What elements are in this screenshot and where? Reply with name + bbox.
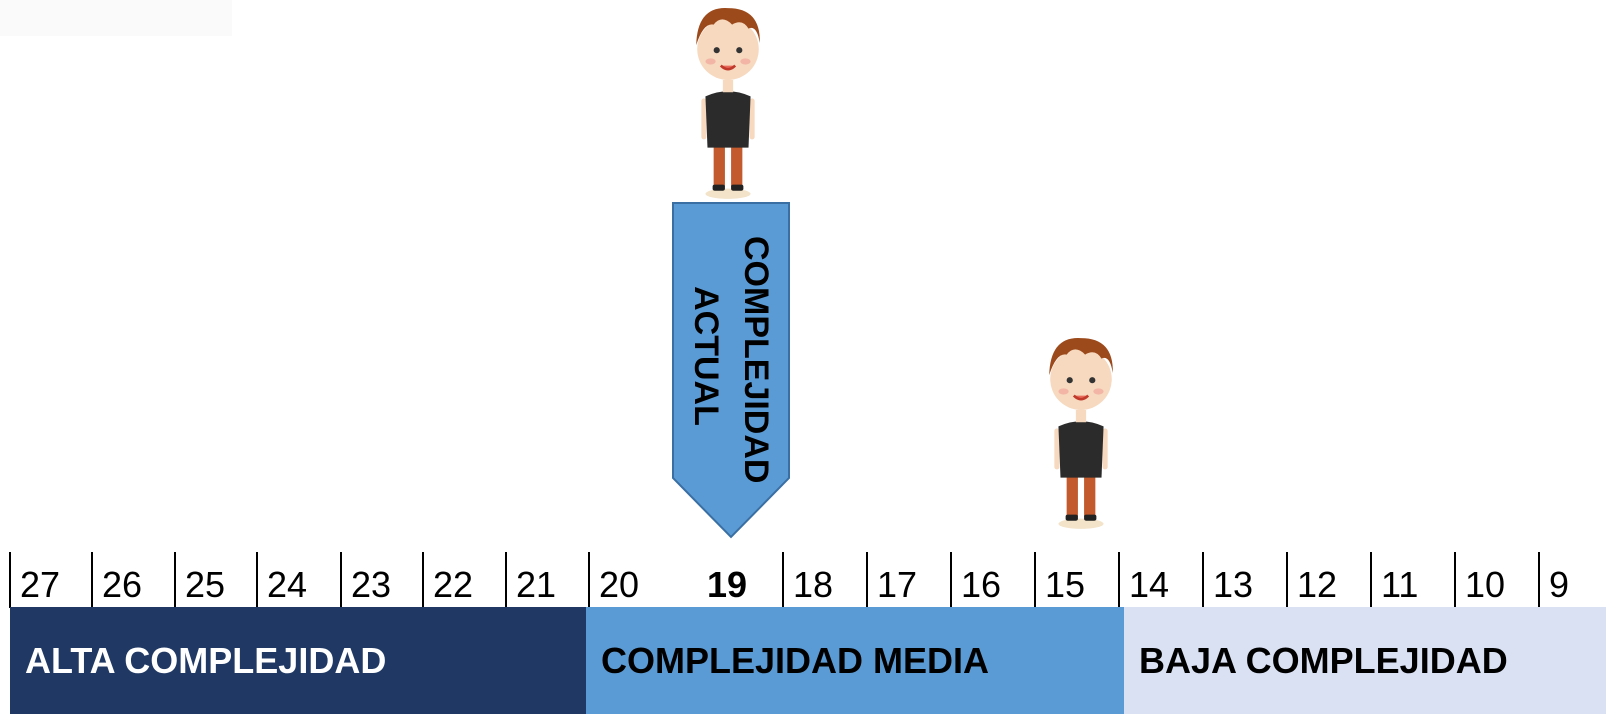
scale-tick-9: 9 <box>1538 552 1606 608</box>
arrow-shape <box>672 202 790 539</box>
person-current-icon <box>696 8 760 199</box>
scale-tick-23: 23 <box>340 552 422 608</box>
band-complejidad-media: COMPLEJIDAD MEDIA <box>586 607 1124 714</box>
band-alta-complejidad: ALTA COMPLEJIDAD <box>10 607 586 714</box>
scale-tick-11: 11 <box>1370 552 1454 608</box>
scale-tick-26: 26 <box>91 552 174 608</box>
scale-tick-22: 22 <box>422 552 505 608</box>
scale-tick-27: 27 <box>9 552 91 608</box>
scale-tick-19: 19 <box>707 564 748 605</box>
marker-line-1: COMPLEJIDAD <box>737 236 775 484</box>
scale-tick-18: 18 <box>782 552 866 608</box>
scale-tick-17: 17 <box>866 552 950 608</box>
scale-tick-15: 15 <box>1034 552 1118 608</box>
scale-tick-25: 25 <box>174 552 256 608</box>
scale-tick-10: 10 <box>1454 552 1538 608</box>
current-complexity-label: COMPLEJIDAD ACTUAL <box>681 236 781 484</box>
person-target-icon <box>1049 338 1113 529</box>
scale-tick-24: 24 <box>256 552 340 608</box>
scale-tick-12: 12 <box>1286 552 1370 608</box>
current-complexity-arrow <box>672 202 790 539</box>
corner-patch <box>0 0 232 36</box>
scale-tick-16: 16 <box>950 552 1034 608</box>
scale-tick-21: 21 <box>505 552 588 608</box>
scale-tick-20: 20 <box>588 552 698 608</box>
band-baja-complejidad: BAJA COMPLEJIDAD <box>1124 607 1606 714</box>
marker-line-2: ACTUAL <box>687 286 725 426</box>
scale-tick-14: 14 <box>1118 552 1202 608</box>
scale-tick-13: 13 <box>1202 552 1286 608</box>
